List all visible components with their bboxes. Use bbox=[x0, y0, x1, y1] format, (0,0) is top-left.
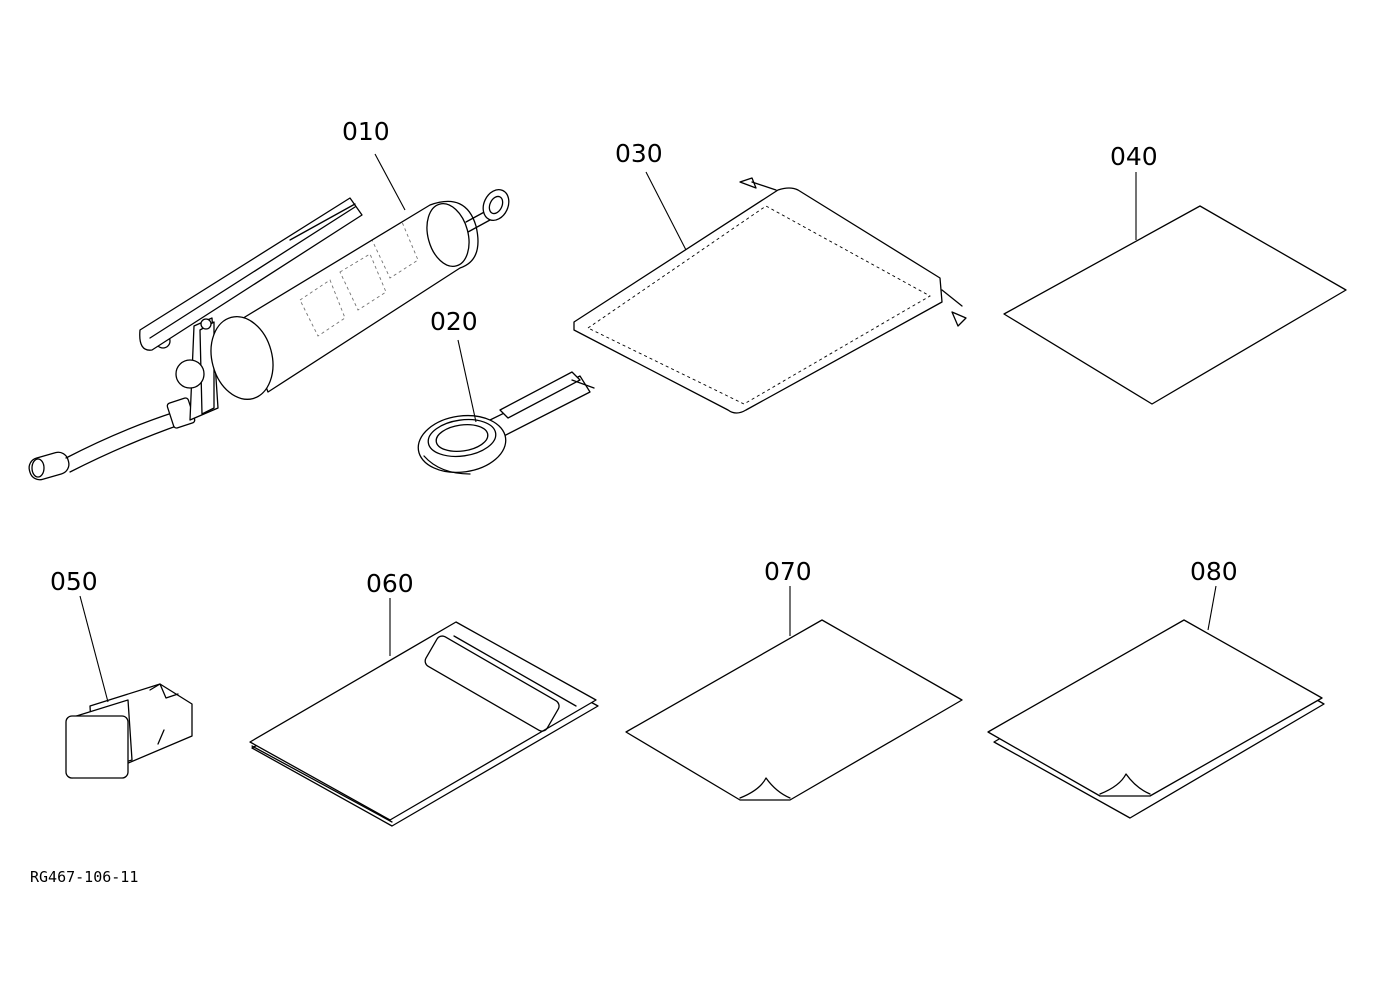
callout-030: 030 bbox=[615, 139, 663, 168]
callout-070: 070 bbox=[764, 557, 812, 586]
callout-020: 020 bbox=[430, 307, 478, 336]
manual-booklet-icon bbox=[249, 621, 599, 827]
callout-010: 010 bbox=[342, 117, 390, 146]
callout-060: 060 bbox=[366, 569, 414, 598]
leader-020 bbox=[457, 339, 477, 423]
leader-080 bbox=[1207, 585, 1217, 631]
leader-050 bbox=[79, 595, 109, 703]
folded-sheet-icon bbox=[987, 619, 1325, 819]
filter-wrench-icon bbox=[417, 371, 595, 475]
drawstring-bag-icon bbox=[573, 177, 967, 414]
leader-010 bbox=[374, 153, 406, 211]
callout-050: 050 bbox=[50, 567, 98, 596]
callout-040: 040 bbox=[1110, 142, 1158, 171]
sheet-icon bbox=[625, 619, 963, 801]
connector-cap-icon bbox=[65, 683, 193, 779]
figure-reference: RG467-106-11 bbox=[30, 868, 138, 886]
callout-080: 080 bbox=[1190, 557, 1238, 586]
grease-gun-icon bbox=[28, 188, 510, 481]
sheet-icon bbox=[1003, 205, 1347, 405]
leader-030 bbox=[645, 171, 687, 251]
